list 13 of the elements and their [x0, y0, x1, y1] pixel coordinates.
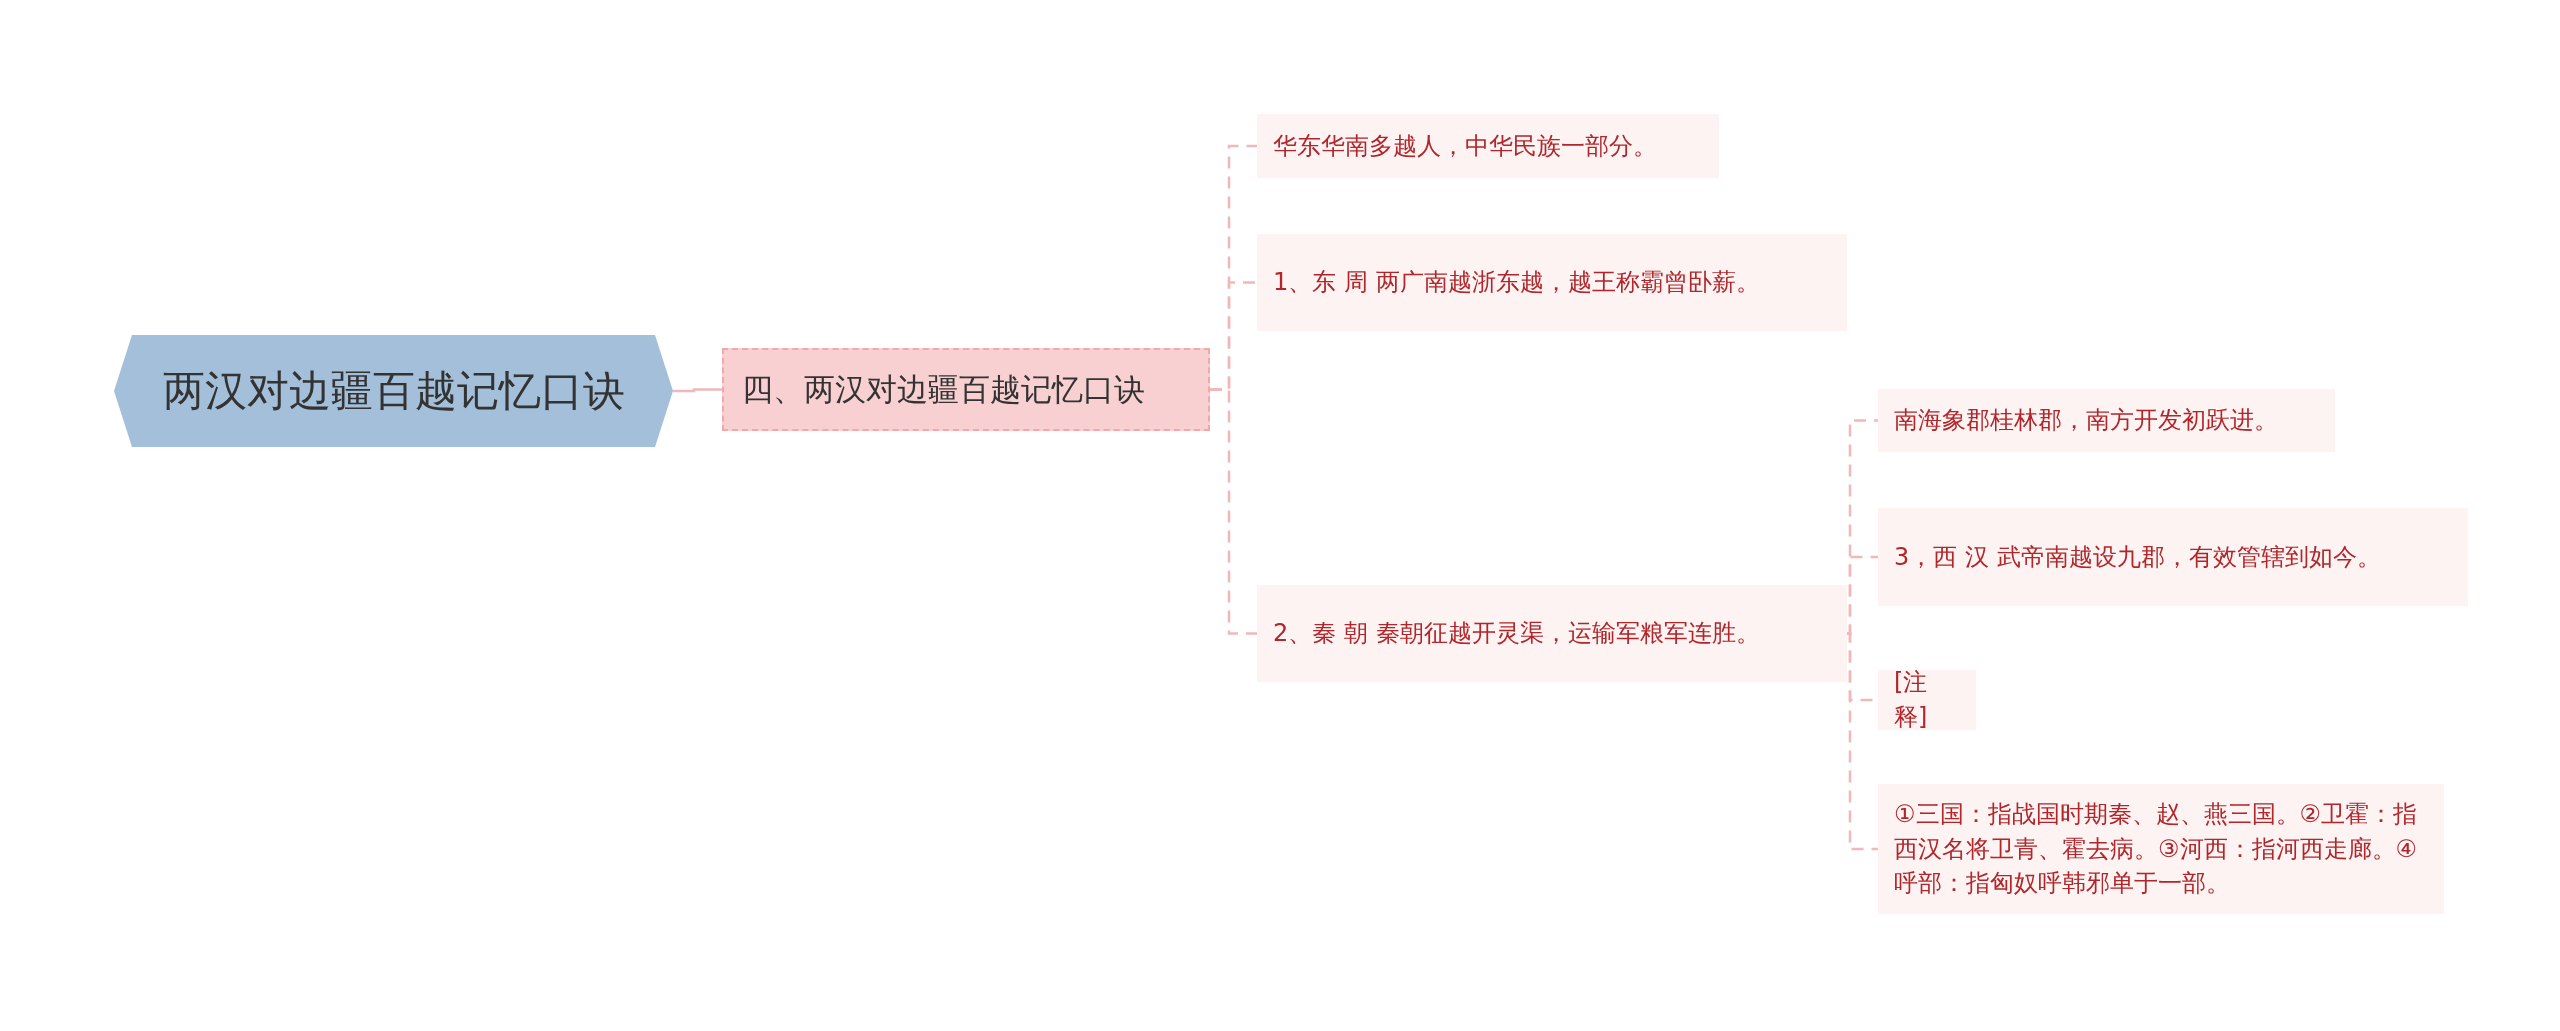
text-box: 南海象郡桂林郡，南方开发初跃进。 [1878, 389, 2335, 452]
connector-line [1847, 632, 1878, 851]
connector-line [673, 388, 722, 393]
topic-box: 四、两汉对边疆百越记忆口诀 [722, 348, 1210, 431]
root-hexagon: 两汉对边疆百越记忆口诀 [114, 335, 673, 447]
connector-line [1847, 555, 1878, 635]
connector-line [1210, 388, 1257, 635]
text-box: 华东华南多越人，中华民族一部分。 [1257, 114, 1719, 178]
text-box: 1、东 周 两广南越浙东越，越王称霸曾卧薪。 [1257, 234, 1847, 331]
text-box: 2、秦 朝 秦朝征越开灵渠，运输军粮军连胜。 [1257, 585, 1847, 682]
text-box: 3，西 汉 武帝南越设九郡，有效管辖到如今。 [1878, 508, 2468, 606]
text-box: ①三国：指战国时期秦、赵、燕三国。②卫霍：指西汉名将卫青、霍去病。③河西：指河西走廊。④呼部：指匈奴呼韩邪单于一部。 [1878, 784, 2444, 914]
text-box: [注释] [1878, 670, 1976, 730]
